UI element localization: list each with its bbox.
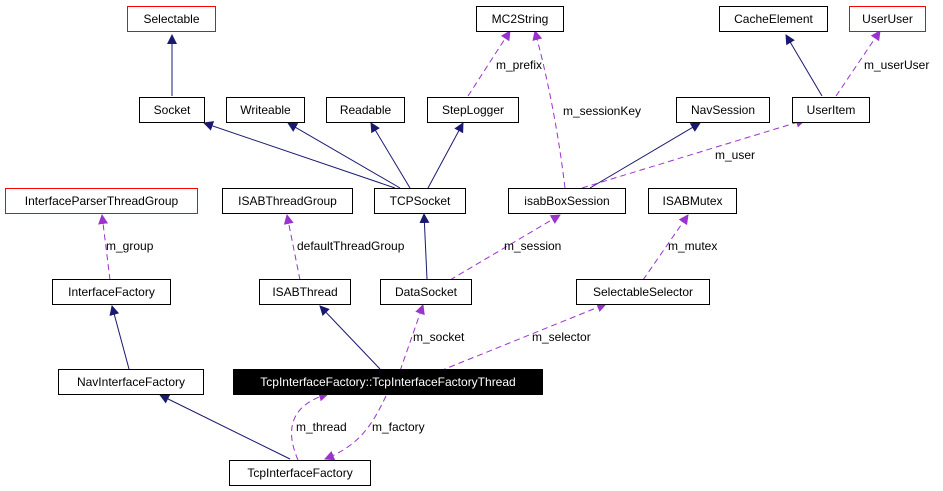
class-node-isabthreadgroup[interactable]: ISABThreadGroup (222, 188, 353, 214)
class-node-datasocket[interactable]: DataSocket (380, 279, 472, 305)
class-name: isabBoxSession (524, 194, 610, 208)
edge-tcpinterfacefactory-tcpthread (291, 391, 329, 461)
edge-tcpthread-tcpinterfacefactory (324, 395, 387, 461)
class-node-navinterfacefactory[interactable]: NavInterfaceFactory (58, 369, 204, 395)
class-node-isabthread[interactable]: ISABThread (259, 279, 351, 305)
class-name: NavSession (690, 103, 756, 117)
class-name: NavInterfaceFactory (76, 375, 186, 389)
edge-useritem-cacheelement (785, 34, 823, 97)
class-name: Socket (153, 103, 191, 117)
edge-tcpthread-isabthread (319, 305, 381, 370)
class-name: Selectable (143, 12, 200, 26)
edge-tcpsocket-writeable (287, 122, 401, 189)
edge-datasocket-isabboxsession (449, 214, 561, 281)
edge-tcpinterfacefactory-navinterfacefactory (159, 394, 291, 460)
edge-tcpsocket-steplogger (427, 122, 464, 189)
class-name: MC2String (491, 12, 549, 26)
edge-steplogger-mc2string (467, 30, 511, 97)
class-name: InterfaceFactory (68, 285, 155, 299)
edge-label-m-selector: m_selector (532, 330, 591, 344)
edge-isabthread-isabthreadgroup (283, 214, 301, 281)
edge-label-m-thread: m_thread (296, 420, 347, 434)
edge-tcpsocket-readable (370, 122, 411, 189)
class-name: SelectableSelector (592, 285, 694, 299)
class-node-useritem[interactable]: UserItem (792, 97, 870, 123)
edge-label-m-prefix: m_prefix (496, 58, 543, 72)
edge-label-defaultthreadgroup: defaultThreadGroup (297, 239, 405, 253)
class-name: CacheElement (734, 12, 813, 26)
class-node-isabmutex[interactable]: ISABMutex (648, 188, 737, 214)
class-node-isabboxsession[interactable]: isabBoxSession (508, 188, 626, 214)
class-node-readable[interactable]: Readable (326, 97, 405, 123)
class-name: Readable (339, 103, 392, 117)
edge-label-m-sessionkey: m_sessionKey (563, 104, 642, 118)
class-node-socket[interactable]: Socket (139, 97, 205, 123)
class-node-selectable[interactable]: Selectable (127, 6, 216, 32)
class-name: ISABMutex (662, 194, 723, 208)
class-node-navsession[interactable]: NavSession (676, 97, 770, 123)
class-name: UserItem (806, 103, 856, 117)
class-node-writeable[interactable]: Writeable (226, 97, 305, 123)
edge-isabboxsession-useritem (581, 117, 806, 189)
edge-interfacefactory-interfaceparserthreadgroup (98, 214, 111, 281)
class-node-selectableselector[interactable]: SelectableSelector (576, 279, 710, 305)
edge-tcpthread-datasocket (399, 304, 425, 372)
class-name: ISABThread (272, 285, 338, 299)
edge-label-m-group: m_group (106, 239, 154, 253)
edge-selectableselector-isabmutex (642, 214, 689, 281)
edge-datasocket-tcpsocket (419, 213, 430, 280)
edge-label-m-useruser: m_userUser (864, 58, 930, 72)
class-node-interfaceparserthreadgroup[interactable]: InterfaceParserThreadGroup (5, 188, 198, 214)
class-node-cacheelement[interactable]: CacheElement (719, 6, 828, 32)
edge-isabboxsession-mc2string (532, 30, 566, 189)
class-name: TCPSocket (389, 194, 451, 208)
class-name: ISABThreadGroup (238, 194, 337, 208)
class-name: TcpInterfaceFactory (247, 466, 353, 480)
edge-label-m-mutex: m_mutex (668, 239, 718, 253)
edge-label-m-factory: m_factory (372, 420, 425, 434)
edge-label-m-socket: m_socket (413, 330, 465, 344)
class-node-tcpsocket[interactable]: TCPSocket (374, 188, 466, 214)
edge-isabboxsession-navsession (589, 122, 701, 189)
edge-navinterfacefactory-interfacefactory (109, 305, 130, 370)
class-name: InterfaceParserThreadGroup (24, 194, 179, 208)
class-name: TcpInterfaceFactory::TcpInterfaceFactory… (260, 375, 516, 389)
class-name: Writeable (240, 103, 291, 117)
class-node-steplogger[interactable]: StepLogger (427, 97, 519, 123)
class-node-interfacefactory[interactable]: InterfaceFactory (52, 279, 171, 305)
class-name: DataSocket (394, 285, 458, 299)
edge-useritem-useruser (835, 30, 881, 97)
class-node-useruser[interactable]: UserUser (849, 6, 926, 32)
class-name: UserUser (862, 12, 913, 26)
class-node-tcpinterfacefactorythread[interactable]: TcpInterfaceFactory::TcpInterfaceFactory… (233, 369, 543, 395)
edge-label-m-user: m_user (715, 148, 756, 162)
class-node-tcpinterfacefactory[interactable]: TcpInterfaceFactory (229, 460, 371, 486)
edge-tcpsocket-socket (203, 121, 396, 189)
class-node-mc2string[interactable]: MC2String (476, 6, 564, 32)
class-name: StepLogger (441, 103, 505, 117)
edge-label-m-session: m_session (504, 239, 562, 253)
